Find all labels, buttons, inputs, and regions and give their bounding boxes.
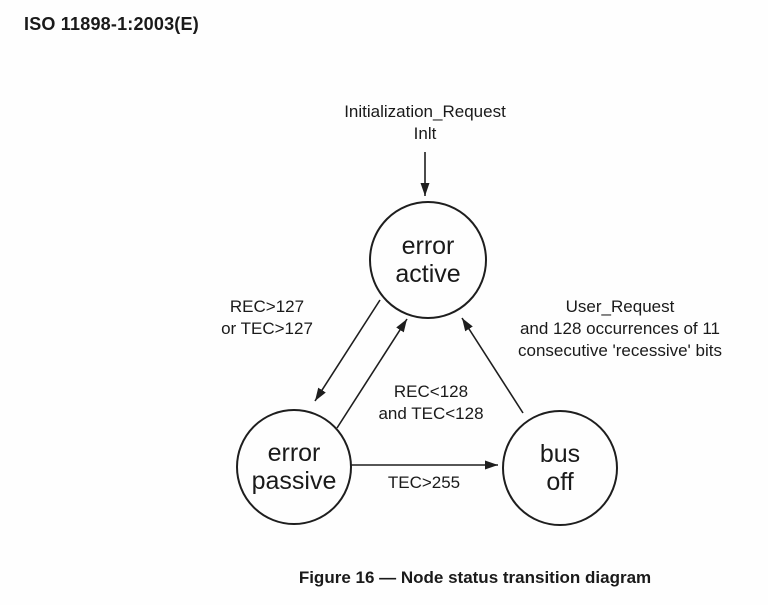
arrow-passive-to-active	[336, 318, 408, 429]
state-bus-off: bus off	[502, 410, 618, 526]
transition-label-active-to-passive: REC>127 or TEC>127	[221, 297, 313, 338]
arrow-busoff-to-active	[461, 317, 524, 414]
document-header: ISO 11898-1:2003(E)	[24, 14, 199, 34]
transition-label-passive-to-active: REC<128 and TEC<128	[378, 382, 484, 423]
state-error-active: error active	[369, 201, 487, 319]
transition-label-passive-to-busoff: TEC>255	[387, 473, 461, 492]
transition-label-busoff-to-active: User_Request and 128 occurrences of 11 c…	[518, 297, 722, 360]
arrow-active-to-passive	[314, 299, 381, 402]
state-error-passive: error passive	[236, 409, 352, 525]
figure-caption: Figure 16 — Node status transition diagr…	[298, 568, 652, 587]
transition-label-init: Initialization_Request Inlt	[344, 102, 506, 143]
